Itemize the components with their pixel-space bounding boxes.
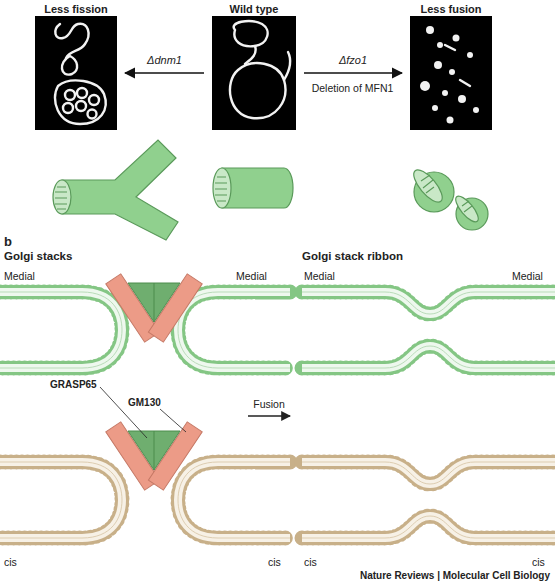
mitochondrion-end <box>213 168 231 208</box>
gene-deletion-label: Δdnm1 <box>147 54 182 66</box>
figure-label: cis <box>304 556 334 569</box>
figure-label: cis <box>268 556 298 569</box>
figure-label: Golgi stack ribbon <box>302 250 462 264</box>
cristae <box>421 175 434 193</box>
fusion-arrow <box>248 415 290 416</box>
panel-heading: Wild type <box>212 2 296 16</box>
figure-label: Fusion <box>244 398 294 411</box>
cristae <box>215 177 227 201</box>
micrograph <box>212 16 296 130</box>
mitochondrion-fragment <box>456 198 488 230</box>
bilayer-core <box>0 292 122 368</box>
figure-label: cis <box>4 556 34 569</box>
tether-complex <box>106 422 202 490</box>
lipid-heads <box>0 292 122 368</box>
mitochondrion-end <box>409 166 447 207</box>
mitochondrion-body <box>222 168 293 208</box>
mitochondrion-fragment <box>414 172 454 212</box>
grasp65-dimer <box>128 283 180 322</box>
micrograph-panel: Less fission <box>35 2 117 130</box>
tether-complex <box>106 274 202 342</box>
grasp65-dimer <box>128 431 180 470</box>
mitochondrion-end <box>452 193 482 225</box>
lipid-tails <box>302 292 555 314</box>
lipid-tails <box>302 516 555 538</box>
cristae <box>55 187 67 209</box>
leader-line <box>100 387 147 438</box>
figure-label: Medial <box>512 270 555 283</box>
bilayer-core <box>302 346 555 368</box>
figure-label: cis <box>532 556 555 569</box>
lipid-heads <box>178 292 290 368</box>
lipid-heads <box>302 516 555 538</box>
mitochondrion-body <box>62 140 178 240</box>
bilayer-core <box>178 462 290 538</box>
gene-deletion-label: Δfzo1 <box>339 54 367 66</box>
dimer-divider <box>154 431 155 470</box>
bilayer-core <box>302 516 555 538</box>
lipid-tails <box>0 292 122 368</box>
figure-label: GM130 <box>128 397 178 409</box>
figure-label: Medial <box>304 270 354 283</box>
medial-membrane <box>0 292 555 368</box>
figure-label: Medial <box>236 270 286 283</box>
mutation-arrow <box>304 72 402 74</box>
dimer-divider <box>154 283 155 322</box>
figure-label: Nature Reviews | Molecular Cell Biology <box>300 570 550 582</box>
lipid-heads <box>302 462 555 484</box>
micrograph <box>410 16 492 130</box>
gm130-rod <box>148 422 202 490</box>
lipid-heads <box>302 346 555 368</box>
lipid-tails <box>302 462 555 484</box>
gm130-rod <box>148 274 202 342</box>
bilayer-core <box>0 462 122 538</box>
mutation-arrow <box>125 72 204 74</box>
figure-label: Medial <box>4 270 54 283</box>
gm130-rod <box>106 274 160 342</box>
branched-mitochondrion <box>53 140 178 240</box>
lipid-tails <box>178 292 290 368</box>
bilayer-core <box>302 462 555 484</box>
panel-heading: Less fusion <box>410 2 492 16</box>
figure-label: b <box>4 234 24 250</box>
mitochondrion-end <box>53 180 71 214</box>
bilayer-core <box>302 292 555 314</box>
cristae <box>462 201 472 212</box>
micrograph <box>35 16 117 130</box>
micrograph-panel: Less fusion <box>410 2 492 130</box>
lipid-heads <box>178 462 290 538</box>
fragmented-mitochondria <box>409 166 488 230</box>
tubular-mitochondrion <box>213 168 293 208</box>
lipid-heads <box>302 292 555 314</box>
micrograph-panel: Wild type <box>212 2 296 130</box>
lipid-tails <box>178 462 290 538</box>
cis-membrane <box>0 462 555 538</box>
figure-label: Deletion of MFN1 <box>300 82 405 95</box>
panel-heading: Less fission <box>35 2 117 16</box>
lipid-heads <box>0 462 122 538</box>
figure-label: Golgi stacks <box>4 250 124 264</box>
leader-line <box>160 409 186 432</box>
bilayer-core <box>178 292 290 368</box>
gm130-rod <box>106 422 160 490</box>
lipid-tails <box>302 346 555 368</box>
lipid-tails <box>0 462 122 538</box>
figure-label: GRASP65 <box>50 379 110 391</box>
